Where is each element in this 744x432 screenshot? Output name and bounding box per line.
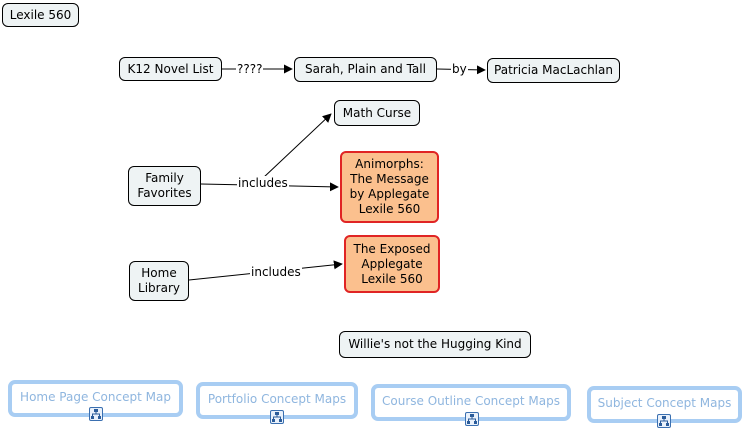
node-animorphs-the-message[interactable]: Animorphs: The Message by Applegate Lexi… — [340, 151, 439, 223]
nav-course-outline-label: Course Outline Concept Maps — [382, 393, 560, 408]
concept-map-link-icon[interactable] — [89, 407, 103, 421]
node-home-library[interactable]: Home Library — [129, 261, 189, 301]
link-label-question: ???? — [236, 62, 264, 76]
nav-home-page-label: Home Page Concept Map — [20, 389, 171, 404]
concept-map-link-icon[interactable] — [270, 410, 284, 424]
node-family-favorites[interactable]: Family Favorites — [128, 166, 201, 206]
node-math-curse[interactable]: Math Curse — [334, 100, 420, 126]
node-patricia-maclachlan[interactable]: Patricia MacLachlan — [487, 58, 620, 83]
node-k12-novel-list[interactable]: K12 Novel List — [119, 57, 222, 81]
link-family-math — [262, 113, 332, 179]
map-title-node[interactable]: Lexile 560 — [2, 3, 79, 27]
node-willies-not-the-hugging-kind[interactable]: Willie's not the Hugging Kind — [339, 331, 531, 358]
nav-portfolio-label: Portfolio Concept Maps — [207, 391, 347, 406]
concept-map-link-icon[interactable] — [657, 414, 671, 428]
link-label-family-includes: includes — [237, 176, 289, 190]
link-label-home-includes: includes — [250, 265, 302, 279]
concept-map-link-icon[interactable] — [465, 412, 479, 426]
nav-subject-label: Subject Concept Maps — [597, 395, 732, 410]
node-sarah-plain-and-tall[interactable]: Sarah, Plain and Tall — [294, 57, 437, 82]
node-the-exposed[interactable]: The Exposed Applegate Lexile 560 — [344, 235, 440, 293]
link-label-by: by — [451, 62, 468, 76]
